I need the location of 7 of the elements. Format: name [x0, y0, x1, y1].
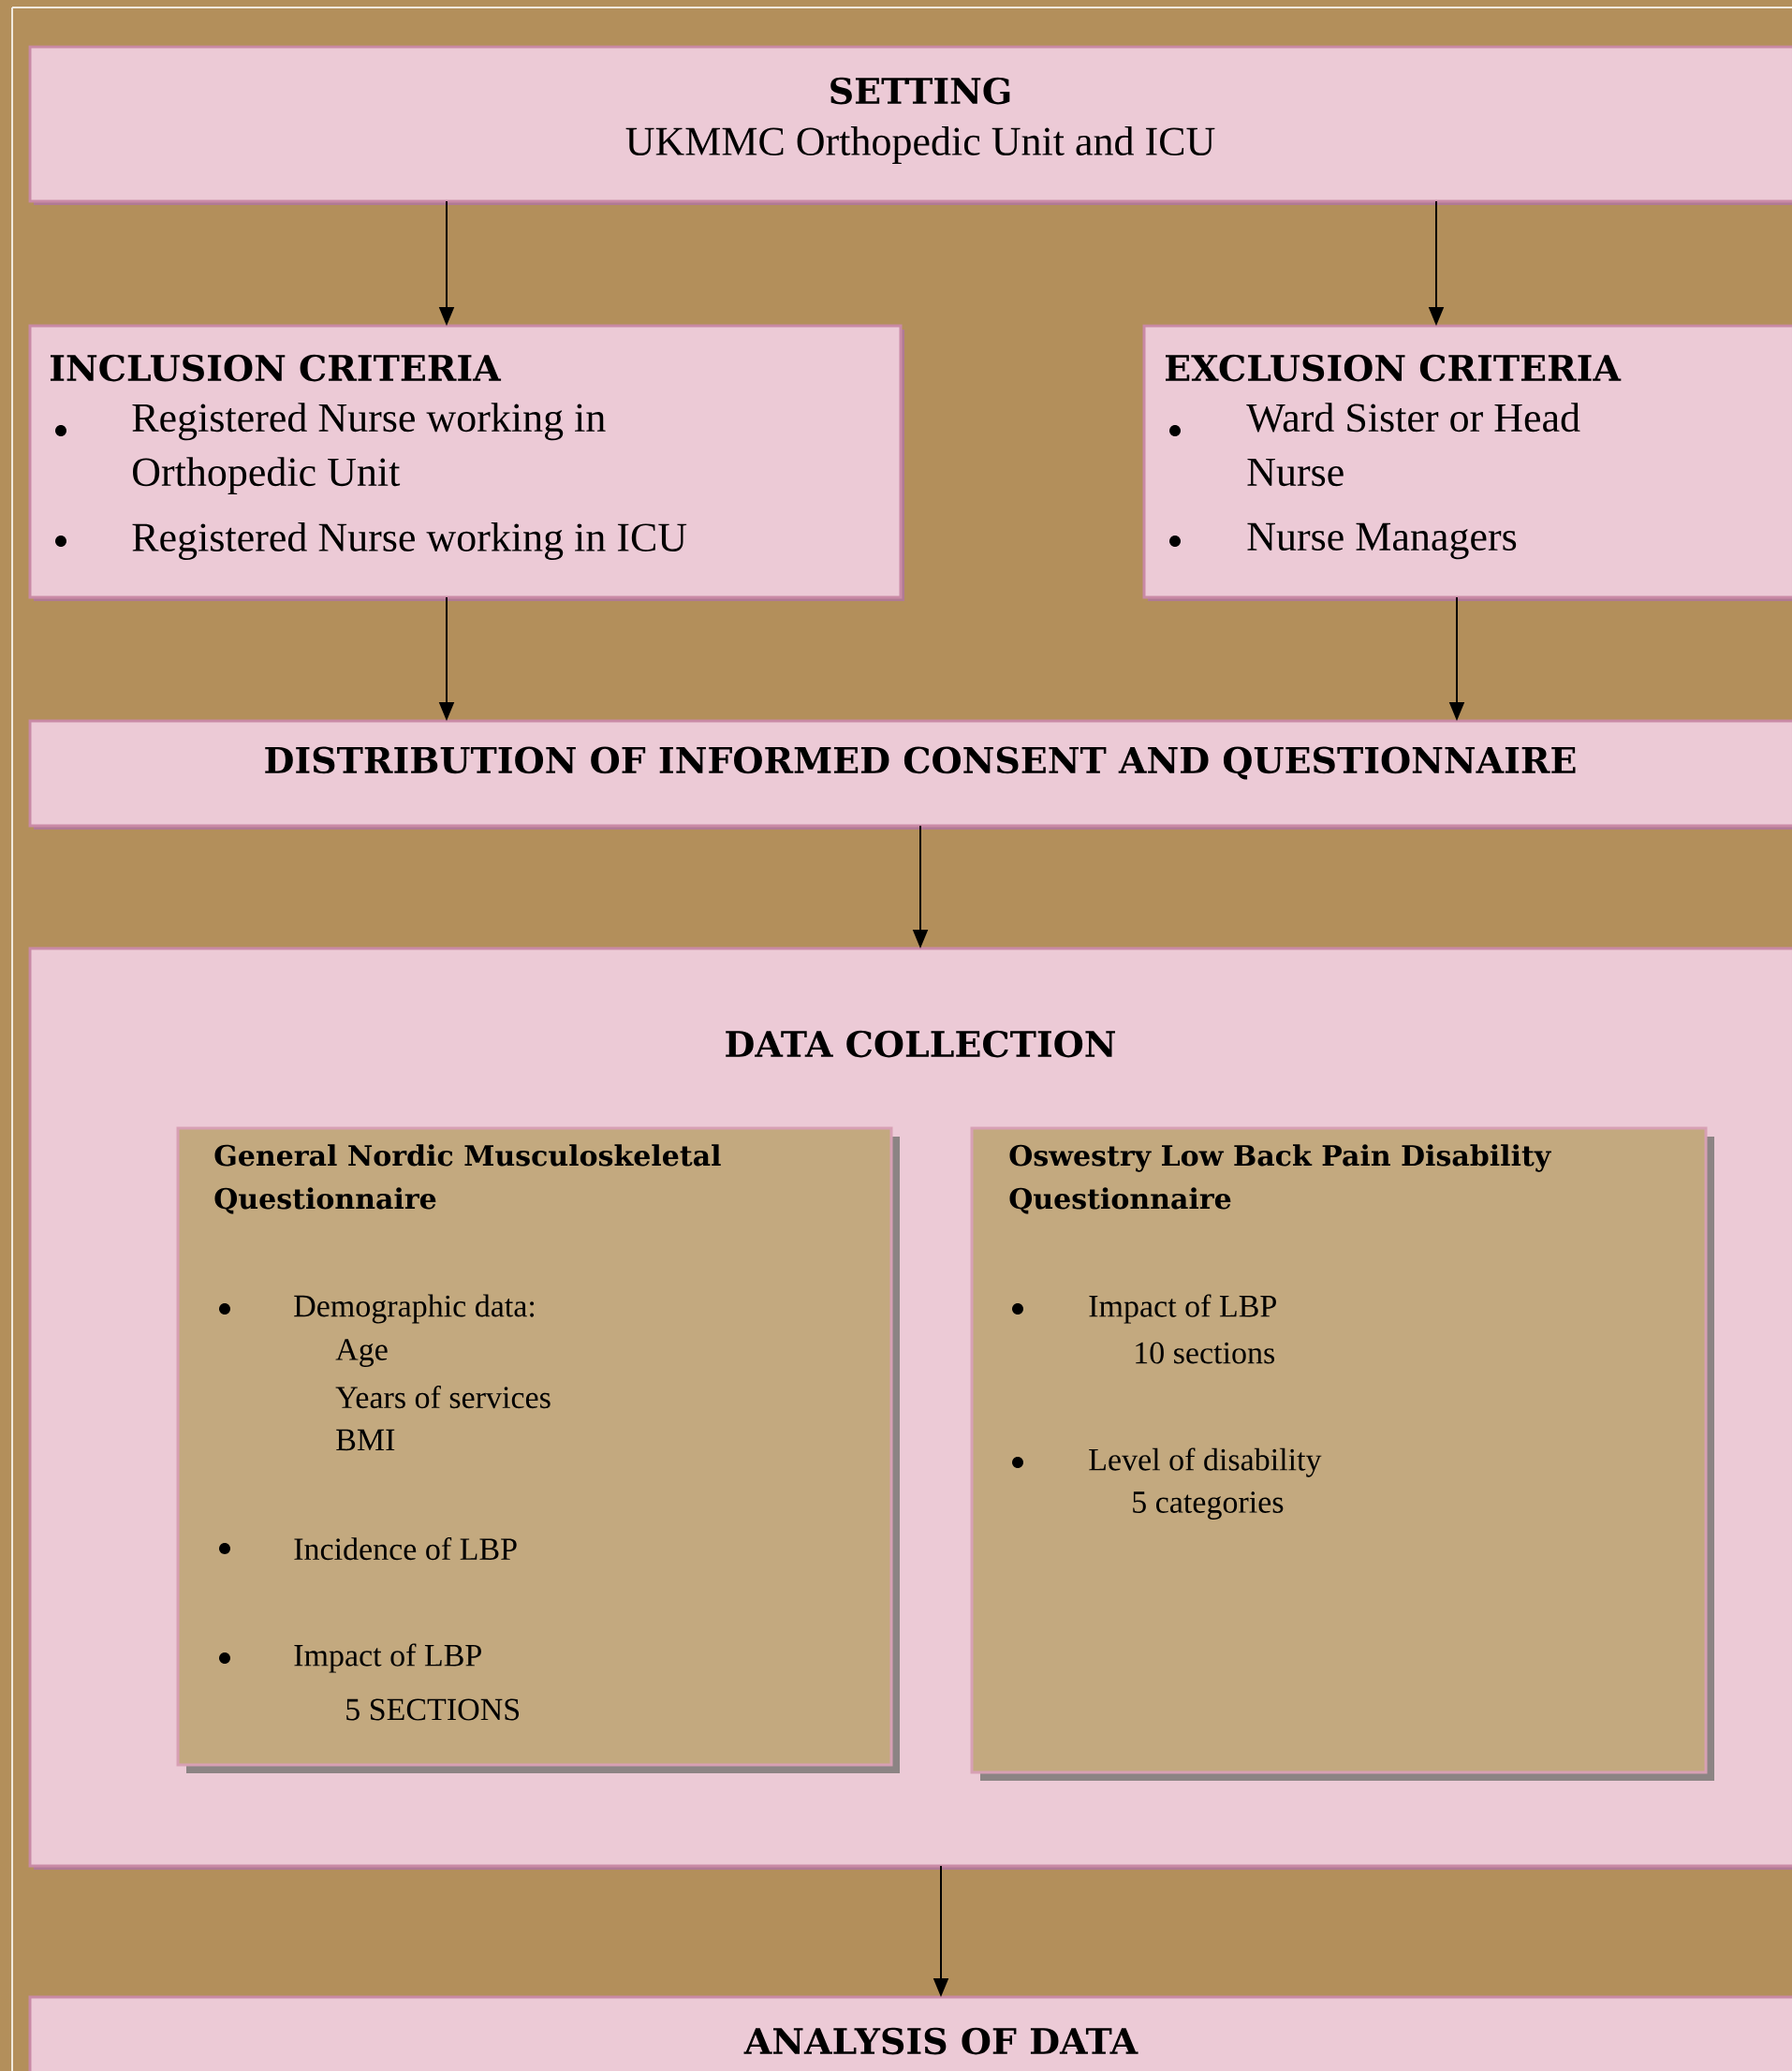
process-box: INCLUSION CRITERIA Registered Nurse working in Orthopedic Unit Registered Nurse working in ICU [28, 324, 904, 601]
questionnaire-box: Oswestry Low Back Pain Disability Questionnaire Impact of LBP 10 sections Level of disability 5 categories [970, 1126, 1714, 1781]
process-box: EXCLUSION CRITERIA Ward Sister or Head Nurse Nurse Managers [1142, 324, 1792, 601]
questionnaire-box: General Nordic Musculoskeletal Questionnaire Demographic data: Age Years of services BMI Incidence of LBP Impact of LBP 5 SECTIONS [176, 1126, 900, 1773]
process-box: ANALYSIS OF DATA [28, 1995, 1792, 2071]
process-box: SETTING UKMMC Orthopedic Unit and ICU [28, 45, 1792, 205]
process-box: DISTRIBUTION OF INFORMED CONSENT AND QUESTIONNAIRE [28, 719, 1792, 830]
